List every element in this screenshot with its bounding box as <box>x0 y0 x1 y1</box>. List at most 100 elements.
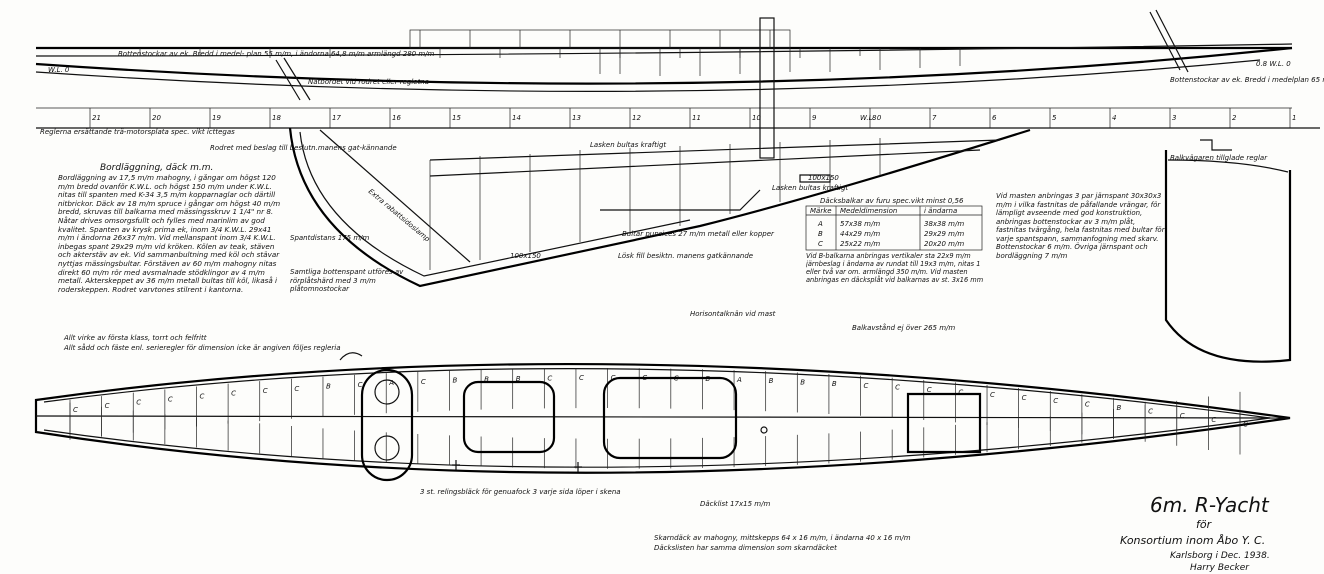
floor-timbers <box>429 139 1001 177</box>
station-number: 17 <box>332 114 341 122</box>
beam-table-frame <box>805 205 983 251</box>
profile-notes: Bottenstockar av ek. Bredd i medel- plan… <box>40 50 1324 352</box>
aft-note: Extra rabattsidoslamp <box>367 187 432 243</box>
deck-beams <box>69 368 1241 469</box>
station-number: 5 <box>1052 114 1057 122</box>
ballast-note-2: Lösk fill besiktn. manens gatkännande <box>618 252 753 260</box>
dim-rule-note: Allt sådd och fäste enl. serieregler för… <box>63 343 341 352</box>
kwl-left: W.L. 0 <box>48 66 70 74</box>
station-number: 6 <box>992 114 997 122</box>
for-word: för <box>1196 518 1213 531</box>
floor-bolts-wrap: Samtliga bottenspant utföres av rörplåts… <box>290 268 404 293</box>
station-number: 16 <box>392 114 401 122</box>
beam-table-grid <box>806 206 982 250</box>
deck-outline <box>34 362 1291 474</box>
station-number: 19 <box>212 114 221 122</box>
beam-table-cell: 25x22 m/m <box>840 240 880 248</box>
client-name: Konsortium inom Åbo Y. C. <box>1120 534 1265 547</box>
title-block: 6m. R-Yacht för Konsortium inom Åbo Y. C… <box>1120 493 1270 573</box>
cockpit-aft <box>462 380 556 454</box>
beam-table-cell: 57x38 m/m <box>840 220 880 228</box>
beam-mark: B <box>1117 404 1122 412</box>
station-number: 13 <box>572 114 581 122</box>
station-number: 14 <box>512 114 521 122</box>
station-number: 3 <box>1172 114 1176 122</box>
floor-note-top: Bottenstockar av ek. Bredd i medel- plan… <box>118 50 435 58</box>
station-number: 7 <box>932 114 937 122</box>
beam-mark: C <box>421 378 426 386</box>
floor-verticals <box>429 138 881 270</box>
frame-section-right <box>1164 139 1292 363</box>
keel-outline <box>288 127 1031 288</box>
ballast-keel <box>600 189 761 211</box>
rudder-note: Rodret med beslag till beslutn.manens ga… <box>210 144 397 152</box>
station-number: 20 <box>152 114 161 122</box>
beam-mark: C <box>1022 394 1027 402</box>
station-number: 4 <box>1112 114 1116 122</box>
station-number: 10 <box>752 114 761 122</box>
deck-beam-note: Vid B-balkarna anbringas vertikaler sta … <box>806 252 984 284</box>
beam-mark: C <box>927 386 932 394</box>
covering-note: Skarndäck av mahogny, mittskepps 64 x 16… <box>654 534 911 542</box>
keel-bolt-box <box>799 174 831 183</box>
sheer-note: Reglerna ersättande trä-motorsplata spec… <box>40 128 235 136</box>
beam-table-cell: A <box>817 220 823 228</box>
keel-size-2: 100x150 <box>808 174 839 182</box>
frame-outline <box>1164 150 1292 363</box>
mast <box>759 17 775 159</box>
beam-table-title: Däcksbalkar av furu spec.vikt minst 0,56 <box>820 197 964 205</box>
beam-table-cell: 20x20 m/m <box>924 240 964 248</box>
beam-mark: C <box>1180 412 1185 420</box>
station-number: 2 <box>1232 114 1237 122</box>
beam-mark: C <box>1211 416 1216 424</box>
deck-line <box>35 43 1293 57</box>
beam-mark: B <box>769 377 774 385</box>
station-number: 11 <box>692 114 701 122</box>
station-number: 1 <box>1292 114 1296 122</box>
keel-bolt-note-2: Lasken bultas kraftigt <box>772 184 848 192</box>
beam-mark: A <box>736 376 742 384</box>
bulwark-note: 3 st. relingsbläck för genuafock 3 varje… <box>420 488 621 496</box>
coaming-frames <box>419 30 771 48</box>
beam-mark: C <box>136 399 141 407</box>
hull-inner-curve <box>35 59 1261 92</box>
beam-mark: B <box>800 378 805 386</box>
deck-beam-note-wrap: Vid B-balkarna anbringas vertikaler sta … <box>806 252 984 284</box>
beam-clamp <box>1200 139 1232 151</box>
deadwood-line <box>319 129 471 263</box>
hull-upper-curve <box>35 46 1293 85</box>
mast-step <box>760 426 768 434</box>
beam-mark: C <box>358 381 363 389</box>
aft-hatch-port-1 <box>374 379 400 405</box>
footrail-note: Däcklist 17x15 m/m <box>700 500 770 508</box>
tiller <box>275 57 311 101</box>
beam-mark: C <box>199 392 204 400</box>
beam-mark: B <box>326 383 331 391</box>
signature: Harry Becker <box>1190 563 1250 573</box>
beam-mark: C <box>864 382 869 390</box>
aft-hatch-port-2 <box>374 435 400 461</box>
planking-title: Bordläggning, däck m.m. <box>100 163 213 173</box>
mast-partner-note: Nätbordet vid rodret eller regletna <box>308 78 429 86</box>
beam-table-header: i ändarna <box>924 207 957 215</box>
station-number: 9 <box>812 114 817 122</box>
beam-mark: B <box>516 375 521 383</box>
fore-hatch <box>906 392 982 454</box>
beam-mark: C <box>547 374 552 382</box>
beam-mark: C <box>611 374 616 382</box>
floor-bolts-note: Samtliga bottenspant utföres av rörplåts… <box>290 268 404 293</box>
keel-bolt-note-1: Lasken bultas kraftigt <box>590 141 666 149</box>
all-wood-note: Allt virke av första klass, torrt och fe… <box>63 334 207 342</box>
beam-spacing-note: Balkavstånd ej över 265 m/m <box>852 323 955 332</box>
deck-edge-note: Däckslisten har samma dimension som skar… <box>654 544 837 552</box>
beam-table: Däcksbalkar av furu spec.vikt minst 0,56… <box>805 197 984 284</box>
beam-mark: C <box>990 391 995 399</box>
horizontal-knee-aft <box>339 352 363 361</box>
drawing-title: 6m. R-Yacht <box>1150 493 1270 517</box>
beam-table-header: Medeldimension <box>840 207 897 215</box>
beam-mark: C <box>294 385 299 393</box>
